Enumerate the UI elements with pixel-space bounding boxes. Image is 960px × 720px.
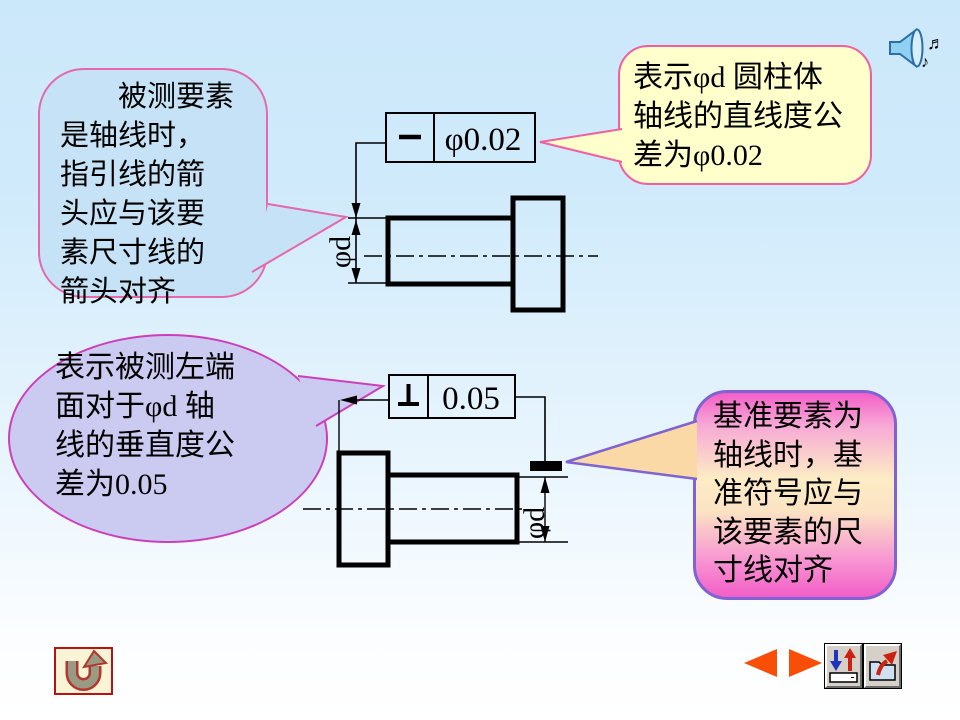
exit-show-button[interactable] xyxy=(864,644,901,688)
previous-slide-button[interactable] xyxy=(744,649,777,677)
callout-datum-note: 基准要素为 轴线时，基 准符号应与 该要素的尺 寸线对齐 xyxy=(693,390,897,600)
flange-outline xyxy=(510,195,566,313)
folder-arrow-icon xyxy=(869,651,897,681)
leader-and-dimension-line xyxy=(355,142,386,283)
callout-perpendicularity-note: 表示被测左端 面对于φd 轴 线的垂直度公 差为0.05 xyxy=(8,334,328,543)
next-slide-button[interactable] xyxy=(789,649,822,677)
tail-datum-note xyxy=(565,419,698,481)
perpendicularity-tolerance-value: 0.05 xyxy=(442,381,500,417)
feature-control-frame-straightness: φ0.02 xyxy=(385,112,536,163)
dimension-arrows xyxy=(351,203,361,283)
speaker-opening xyxy=(910,28,924,68)
return-button[interactable] xyxy=(54,647,113,695)
u-turn-arrow-icon xyxy=(65,649,109,691)
straightness-drawing: φ0.02 φd xyxy=(324,112,598,313)
page-up-down-button[interactable] xyxy=(825,644,862,688)
feature-control-frame-perpendicularity: 0.05 xyxy=(388,374,516,419)
perpendicularity-symbol xyxy=(398,384,419,406)
straightness-tolerance-value: φ0.02 xyxy=(445,122,522,158)
tail-straightness-note xyxy=(539,128,623,163)
callout-straightness-note: 表示φd 圆柱体 轴线的直线度公 差为φ0.02 xyxy=(618,45,872,185)
diameter-label-bottom: φd xyxy=(518,507,551,539)
cylinder-outline xyxy=(385,215,516,287)
up-down-arrows-icon xyxy=(829,648,858,683)
cylinder-outline xyxy=(385,472,520,545)
music-note-icon: ♬ xyxy=(927,33,945,53)
datum-connector-line xyxy=(515,396,546,461)
perpendicularity-drawing: 0.05 φd xyxy=(303,374,568,568)
speaker-icon[interactable]: ♬ ♪ xyxy=(886,26,948,72)
datum-symbol xyxy=(530,461,562,471)
flange-outline xyxy=(336,450,391,568)
callout-measured-element: 被测要素 是轴线时， 指引线的箭 头应与该要 素尺寸线的 箭头对齐 xyxy=(38,68,268,308)
nav-arrows xyxy=(744,649,822,677)
dimension-arrows xyxy=(340,395,562,542)
music-note-icon: ♪ xyxy=(921,54,929,71)
diameter-label-top: φd xyxy=(324,236,357,268)
